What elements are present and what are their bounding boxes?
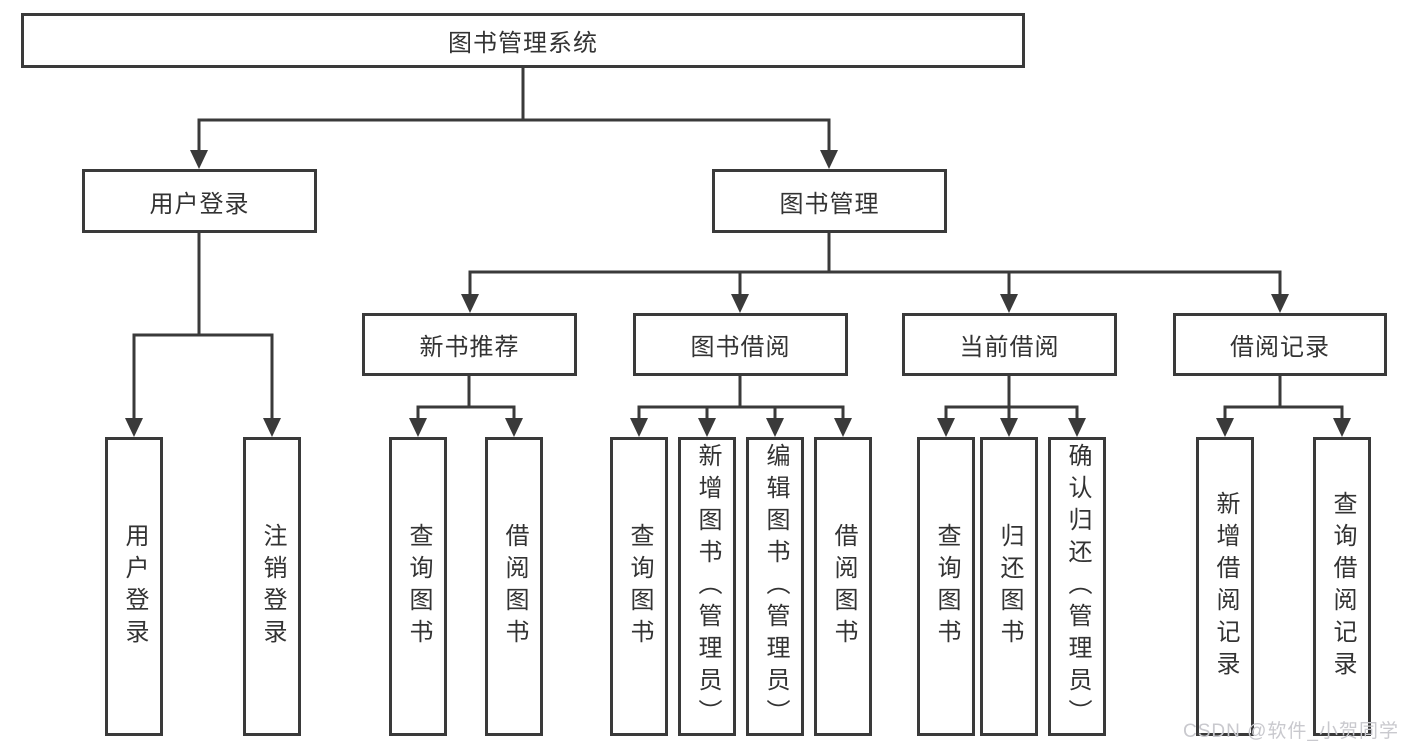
leaf-borrow-query-book: 查询图书 [610,437,668,736]
node-new-book-recommend-label: 新书推荐 [419,334,520,361]
leaf-borrow-borrow-book: 借阅图书 [814,437,872,736]
leaf-recommend-query-book: 查询图书 [389,437,447,736]
leaf-current-return-book: 归还图书 [980,437,1038,736]
node-borrow-records: 借阅记录 [1173,313,1387,376]
leaf-user-login: 用户登录 [105,437,163,736]
leaf-recommend-borrow-book: 借阅图书 [485,437,543,736]
node-new-book-recommend: 新书推荐 [362,313,577,376]
leaf-borrow-edit-book-admin: 编辑图书（管理员） [746,437,804,736]
node-book-management: 图书管理 [712,169,947,233]
node-root: 图书管理系统 [21,13,1025,68]
node-root-label: 图书管理系统 [448,30,598,57]
leaf-logout: 注销登录 [243,437,301,736]
leaf-current-query-book: 查询图书 [917,437,975,736]
node-borrow-records-label: 借阅记录 [1230,334,1330,361]
arrowheads [125,150,1351,437]
leaf-borrow-add-book-admin: 新增图书（管理员） [678,437,736,736]
node-book-borrow: 图书借阅 [633,313,848,376]
node-current-borrow-label: 当前借阅 [959,334,1060,361]
node-book-management-label: 图书管理 [779,190,880,218]
node-user-login: 用户登录 [82,169,317,233]
node-current-borrow: 当前借阅 [902,313,1117,376]
node-user-login-label: 用户登录 [149,190,250,218]
leaf-current-confirm-return-admin: 确认归还（管理员） [1048,437,1106,736]
node-book-borrow-label: 图书借阅 [690,334,791,361]
leaf-records-query-record: 查询借阅记录 [1313,437,1371,736]
leaf-records-add-record: 新增借阅记录 [1196,437,1254,736]
